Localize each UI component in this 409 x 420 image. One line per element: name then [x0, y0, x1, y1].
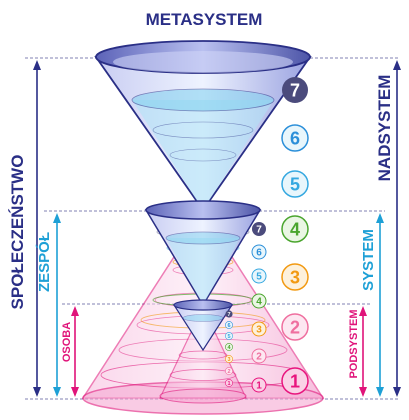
level-badges-small: 7 6 5 4 3 2 1: [225, 310, 233, 387]
level-badge-6-small: 6: [225, 321, 233, 329]
level-badge-7-medium: 7: [252, 222, 266, 236]
label-podsystem: PODSYSTEM: [348, 309, 360, 378]
level-badge-3-large: 3: [281, 263, 309, 291]
level-badge-5-medium-text: 5: [256, 272, 262, 283]
level-badge-5-large: 5: [281, 170, 309, 198]
level-badge-6-medium: 6: [251, 244, 267, 260]
level-badge-5-small: 5: [225, 332, 233, 340]
level-badge-2-small-text: 2: [227, 369, 230, 375]
level-badge-7-small-text: 7: [227, 312, 230, 318]
level-badge-2-large: 2: [281, 313, 309, 341]
level-badge-3-large-text: 3: [290, 268, 300, 288]
level-badge-1-small: 1: [225, 379, 233, 387]
level-badge-2-small: 2: [225, 367, 233, 375]
diagram-title: METASYSTEM: [146, 10, 263, 29]
level-badge-4-medium: 4: [251, 293, 267, 309]
level-badge-4-large-text: 4: [290, 220, 300, 240]
level-badge-1-small-text: 1: [227, 381, 230, 387]
level-badge-4-small: 4: [225, 343, 233, 351]
level-badge-2-medium: 2: [251, 348, 267, 364]
arrow-zespol: [53, 213, 61, 397]
arrow-osoba: [71, 306, 79, 397]
arrow-spoleczenstwo: [33, 60, 41, 397]
level-badge-1-large: 1: [281, 367, 309, 395]
label-osoba: OSOBA: [61, 322, 73, 362]
bracket-arrows: [33, 60, 401, 397]
level-badge-1-medium-text: 1: [256, 381, 262, 392]
level-badge-3-small-text: 3: [227, 357, 230, 363]
level-badge-4-large: 4: [281, 215, 309, 243]
level-badges-large: 7 6 5 4 3 2 1: [281, 77, 309, 395]
arrow-nadsystem: [393, 60, 401, 397]
label-system: SYSTEM: [360, 229, 377, 291]
level-badge-3-medium: 3: [251, 321, 267, 337]
level-badge-7-large-text: 7: [290, 81, 300, 101]
level-badge-1-medium: 1: [251, 377, 267, 393]
level-badge-7-small: 7: [225, 310, 233, 318]
level-badge-5-small-text: 5: [227, 334, 230, 340]
level-badge-4-small-text: 4: [227, 345, 231, 351]
level-badge-4-medium-text: 4: [256, 297, 262, 308]
level-badge-2-large-text: 2: [290, 318, 300, 338]
level-badge-6-medium-text: 6: [256, 248, 262, 259]
arrow-podsystem: [359, 306, 367, 397]
level-badge-6-large: 6: [281, 124, 309, 152]
label-spoleczenstwo: SPOŁECZEŃSTWO: [8, 155, 27, 310]
level-badge-5-large-text: 5: [290, 175, 300, 195]
label-zespol: ZESPÓŁ: [35, 232, 53, 292]
level-badge-3-medium-text: 3: [256, 325, 262, 336]
level-badge-5-medium: 5: [251, 268, 267, 284]
level-badge-3-small: 3: [225, 355, 233, 363]
label-nadsystem: NADSYSTEM: [375, 75, 394, 182]
arrow-system: [376, 213, 384, 397]
level-badge-6-small-text: 6: [227, 323, 230, 329]
level-badge-2-medium-text: 2: [256, 352, 262, 363]
blue-cone-small: [172, 299, 234, 352]
level-badge-7-medium-text: 7: [256, 225, 262, 236]
pink-cone-small: [159, 305, 247, 404]
blue-cone-medium: [144, 200, 262, 307]
level-badge-7-large: 7: [282, 77, 308, 103]
blue-cone-large: [94, 40, 312, 212]
level-badge-6-large-text: 6: [290, 129, 300, 149]
level-badge-1-large-text: 1: [290, 372, 300, 392]
level-badges-medium: 7 6 5 4 3 2 1: [251, 222, 267, 393]
